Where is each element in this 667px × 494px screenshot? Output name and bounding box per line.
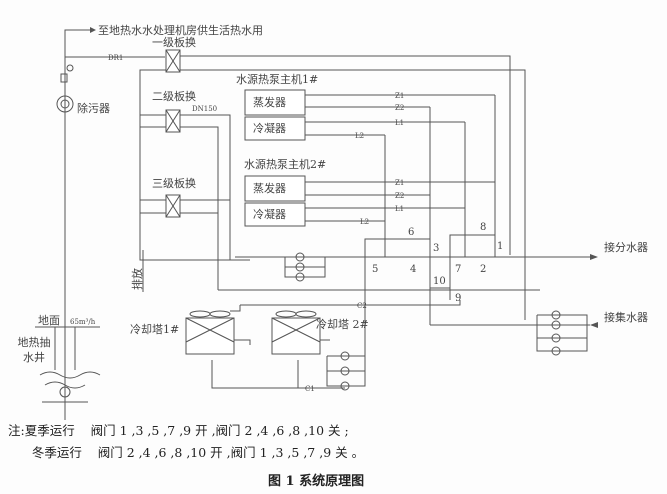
hp1-condenser: [244, 116, 306, 141]
c2-label: C2: [357, 302, 367, 310]
geothermal-well: [35, 326, 101, 403]
pump-group-return: [536, 310, 588, 356]
cooling-piping: [211, 305, 366, 389]
valve-9-label: 9: [455, 293, 461, 304]
l1-label-1: L1: [395, 119, 404, 127]
hp2-evaporator-label: 蒸发器: [253, 181, 286, 195]
valves: 1 2 3 4 5 6 7 8 9 10: [372, 222, 503, 304]
plate-heat-exchanger-2: [165, 109, 181, 133]
hx2-label: 二级板换: [152, 89, 196, 103]
z2-label-2: Z2: [395, 192, 404, 200]
valve-6-label: 6: [408, 227, 414, 238]
dn150-label: DN150: [192, 105, 217, 113]
valve-8-label: 8: [480, 222, 486, 233]
valve-2-label: 2: [480, 264, 486, 275]
return-header-label: 接集水器: [604, 310, 648, 324]
valve-10-label: 10: [433, 276, 446, 287]
c1-label: C1: [305, 385, 315, 393]
hp1-evaporator: [244, 89, 306, 116]
z2-label-1: Z2: [395, 104, 404, 112]
geothermal-riser: [56, 27, 165, 420]
ground-label: 地面: [38, 314, 60, 327]
hp2-condenser: [244, 202, 306, 227]
z1-label-1: Z1: [395, 92, 404, 100]
plate-heat-exchanger-1: [165, 49, 181, 73]
heat-pump-piping: [218, 94, 598, 338]
figure-caption: 图 1 系统原理图: [268, 474, 365, 489]
top-outlet-label: 至地热水水处理机房供生活热水用: [98, 23, 263, 37]
hx1-label: 一级板换: [152, 35, 196, 49]
hx3-label: 三级板换: [152, 176, 196, 190]
well-label: 地热抽水井: [17, 336, 51, 364]
note-winter: 冬季运行 阀门 2 ,4 ,6 ,8 ,10 开 ,阀门 1 ,3 ,5 ,7 …: [8, 445, 365, 460]
valve-3-label: 3: [433, 243, 439, 254]
valve-7-label: 7: [455, 264, 461, 275]
note-summer: 注:夏季运行 阀门 1 ,3 ,5 ,7 ,9 开 ,阀门 2 ,4 ,6 ,8…: [8, 423, 349, 438]
hp1-label: 水源热泵主机1#: [236, 72, 318, 86]
filter-label: 除污器: [77, 101, 110, 115]
hp1-condenser-label: 冷凝器: [253, 121, 286, 135]
valve-4-label: 4: [410, 264, 416, 275]
flow-label: 65m³/h: [70, 318, 96, 326]
l1-label-2: L1: [395, 205, 404, 213]
hp1-evaporator-label: 蒸发器: [253, 95, 286, 109]
pump-group-cooling: [326, 351, 366, 391]
tower1-label: 冷却塔1#: [130, 323, 179, 336]
cooling-tower-1: [185, 310, 235, 355]
hp2-condenser-label: 冷凝器: [253, 207, 286, 221]
valve-1-label: 1: [497, 241, 503, 252]
dr1-label: DR1: [108, 54, 123, 62]
plate-heat-exchanger-3: [165, 194, 181, 218]
discharge-label: 排放: [130, 268, 144, 290]
hx-piping: [139, 55, 526, 320]
hp2-label: 水源热泵主机2#: [244, 157, 326, 171]
l2-label-1: L2: [355, 132, 364, 140]
z1-label-2: Z1: [395, 179, 404, 187]
supply-header-label: 接分水器: [604, 241, 648, 254]
cooling-tower-2: [271, 310, 321, 355]
pump-group-heat-pump: [284, 252, 326, 282]
l2-label-2: L2: [360, 218, 369, 226]
tower2-label: 冷却塔 2#: [316, 318, 369, 331]
valve-5-label: 5: [372, 264, 378, 275]
hp2-evaporator: [244, 175, 306, 202]
